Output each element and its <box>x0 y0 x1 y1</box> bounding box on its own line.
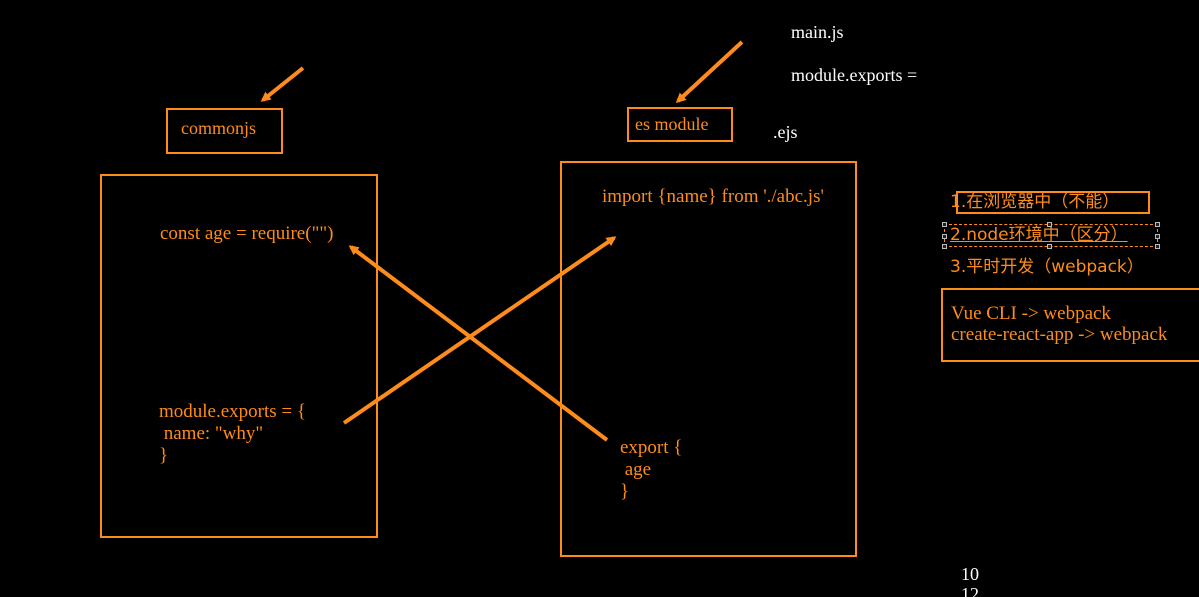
export-line-1: export { <box>620 437 683 458</box>
selection-handle-bl[interactable] <box>942 244 947 249</box>
require-line: const age = require("") <box>160 223 334 244</box>
note-1-box <box>956 191 1150 214</box>
es-module-label: es module <box>635 114 709 134</box>
note-1: 1.在浏览器中（不能） <box>950 192 1120 212</box>
es-module-label-box <box>627 107 733 142</box>
selection-handle-tm[interactable] <box>1047 222 1052 227</box>
arrow-to-commonjs <box>260 66 305 102</box>
arrow-exports-to-import <box>342 236 617 425</box>
note-3: 3.平时开发（webpack） <box>950 257 1144 277</box>
selection-handle-tl[interactable] <box>942 222 947 227</box>
module-exports-text: module.exports = <box>791 65 918 85</box>
selection-handle-mr[interactable] <box>1155 234 1160 239</box>
arrow-to-es-module <box>675 40 744 104</box>
line-number-10: 10 <box>961 564 979 584</box>
selection-handle-bm[interactable] <box>1047 244 1052 249</box>
export-line-2: age <box>620 459 652 480</box>
selection-handle-tr[interactable] <box>1155 222 1160 227</box>
commonjs-label: commonjs <box>181 118 256 138</box>
note-2[interactable]: 2.node环境中（区分） <box>950 225 1128 245</box>
import-line: import {name} from './abc.js' <box>602 186 824 207</box>
selection-handle-br[interactable] <box>1155 244 1160 249</box>
exports-line-2: name: "why" <box>159 423 264 444</box>
ejs-text: .ejs <box>773 122 798 142</box>
esmodule-code-box <box>560 161 857 557</box>
exports-line-1: module.exports = { <box>159 401 307 422</box>
tools-box <box>941 288 1199 362</box>
export-line-3: } <box>620 481 630 502</box>
selection-handle-ml[interactable] <box>942 234 947 239</box>
main-js-text: main.js <box>791 22 844 42</box>
commonjs-label-box <box>166 108 283 154</box>
commonjs-code-box <box>100 174 378 538</box>
tools-line-1: Vue CLI -> webpack <box>951 303 1111 324</box>
exports-line-3: } <box>159 445 169 466</box>
tools-line-2: create-react-app -> webpack <box>951 324 1168 345</box>
line-number-12: 12 <box>961 584 979 597</box>
arrow-export-to-require <box>348 245 609 442</box>
